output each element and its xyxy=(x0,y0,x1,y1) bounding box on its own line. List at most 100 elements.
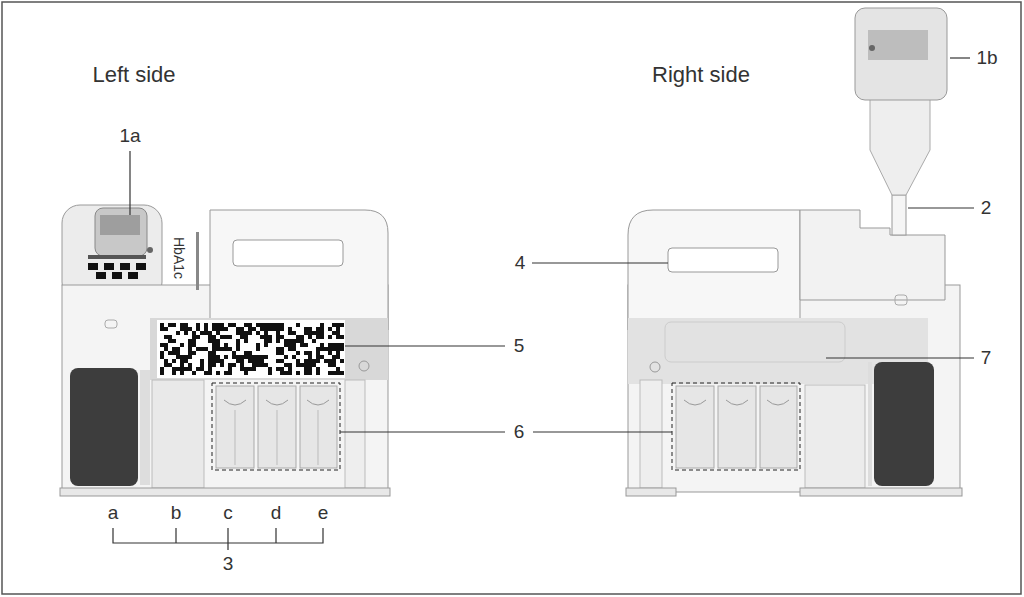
barcode-ground xyxy=(157,320,345,378)
barcode-cell xyxy=(200,363,204,367)
barcode-cell xyxy=(248,355,252,359)
dashed-outline xyxy=(672,383,800,470)
callout-number: 2 xyxy=(981,198,992,219)
barcode-cell xyxy=(316,351,320,355)
barcode-cell xyxy=(208,339,212,343)
barcode-cell xyxy=(312,331,316,335)
barcode-cell xyxy=(208,355,212,359)
barcode-cell xyxy=(316,331,320,335)
barcode-cell xyxy=(228,323,232,327)
barcode-cell xyxy=(336,371,340,375)
barcode-cell xyxy=(328,359,332,363)
barcode-cell xyxy=(340,347,344,351)
barcode-cell xyxy=(328,327,332,331)
barcode-cell xyxy=(236,343,240,347)
hole xyxy=(650,362,660,372)
barcode-cell xyxy=(244,331,248,335)
chamber xyxy=(676,386,714,468)
barcode-cell xyxy=(180,359,184,363)
barcode-cell xyxy=(332,347,336,351)
barcode-cell xyxy=(260,327,264,331)
barcode-cell xyxy=(320,343,324,347)
barcode-cell xyxy=(308,335,312,339)
handle-window xyxy=(233,240,343,266)
slot xyxy=(895,295,907,305)
barcode-cell xyxy=(208,371,212,375)
barcode-cell xyxy=(316,327,320,331)
barcode-cell xyxy=(184,323,188,327)
barcode-cell xyxy=(200,367,204,371)
barcode-cell xyxy=(200,359,204,363)
barcode-cell xyxy=(220,323,224,327)
checker xyxy=(128,272,138,279)
barcode-cell xyxy=(256,363,260,367)
barcode-cell xyxy=(228,335,232,339)
barcode-cell xyxy=(260,335,264,339)
barcode-cell xyxy=(320,355,324,359)
barcode-cell xyxy=(308,363,312,367)
barcode-cell xyxy=(336,351,340,355)
barcode-cell xyxy=(304,343,308,347)
barcode-cell xyxy=(192,351,196,355)
barcode-cell xyxy=(276,351,280,355)
barcode-cell xyxy=(260,323,264,327)
barcode-cell xyxy=(204,347,208,351)
barcode-cell xyxy=(288,339,292,343)
view-title: Right side xyxy=(652,63,750,87)
barcode-cell xyxy=(160,351,164,355)
barcode-cell xyxy=(192,331,196,335)
funnel xyxy=(870,85,930,195)
barcode-cell xyxy=(260,355,264,359)
barcode-cell xyxy=(192,343,196,347)
cap-inner xyxy=(100,215,140,235)
chamber-mark xyxy=(224,400,329,405)
barcode-cell xyxy=(164,335,168,339)
barcode-cell xyxy=(160,323,164,327)
barcode-cell xyxy=(296,335,300,339)
barcode-cell xyxy=(332,355,336,359)
barcode-cell xyxy=(164,347,168,351)
barcode-cell xyxy=(332,363,336,367)
barcode-cell xyxy=(272,323,276,327)
barcode-cell xyxy=(252,359,256,363)
barcode-cell xyxy=(184,359,188,363)
barcode-cell xyxy=(188,339,192,343)
barcode-cell xyxy=(284,355,288,359)
barcode-cell xyxy=(236,327,240,331)
barcode-cell xyxy=(224,335,228,339)
barcode-cell xyxy=(316,355,320,359)
barcode-cell xyxy=(284,363,288,367)
leader-line xyxy=(129,151,130,215)
barcode-cell xyxy=(208,335,212,339)
callout-number: 4 xyxy=(515,253,526,274)
barcode-cell xyxy=(212,323,216,327)
barcode-cell xyxy=(196,335,200,339)
cap-inner xyxy=(868,30,928,60)
barcode-cell xyxy=(212,343,216,347)
barcode-cell xyxy=(316,347,320,351)
barcode-cell xyxy=(224,371,228,375)
barcode-cell xyxy=(200,331,204,335)
barcode-cell xyxy=(212,327,216,331)
handle-window xyxy=(668,248,778,272)
barcode-cell xyxy=(304,359,308,363)
barcode-cell xyxy=(308,351,312,355)
barcode-cell xyxy=(164,363,168,367)
barcode-cell xyxy=(288,371,292,375)
barcode-cell xyxy=(172,351,176,355)
barcode-cell xyxy=(216,339,220,343)
base-rail xyxy=(626,488,676,496)
barcode-cell xyxy=(196,323,200,327)
barcode-cell xyxy=(256,323,260,327)
barcode-cell xyxy=(332,331,336,335)
barcode-cell xyxy=(248,327,252,331)
barcode-cell xyxy=(308,371,312,375)
barcode-cell xyxy=(180,371,184,375)
leader-line xyxy=(826,357,974,358)
callout-letter: e xyxy=(318,503,329,524)
barcode-cell xyxy=(336,335,340,339)
checker xyxy=(104,263,114,270)
barcode-cell xyxy=(336,347,340,351)
barcode-cell xyxy=(192,335,196,339)
